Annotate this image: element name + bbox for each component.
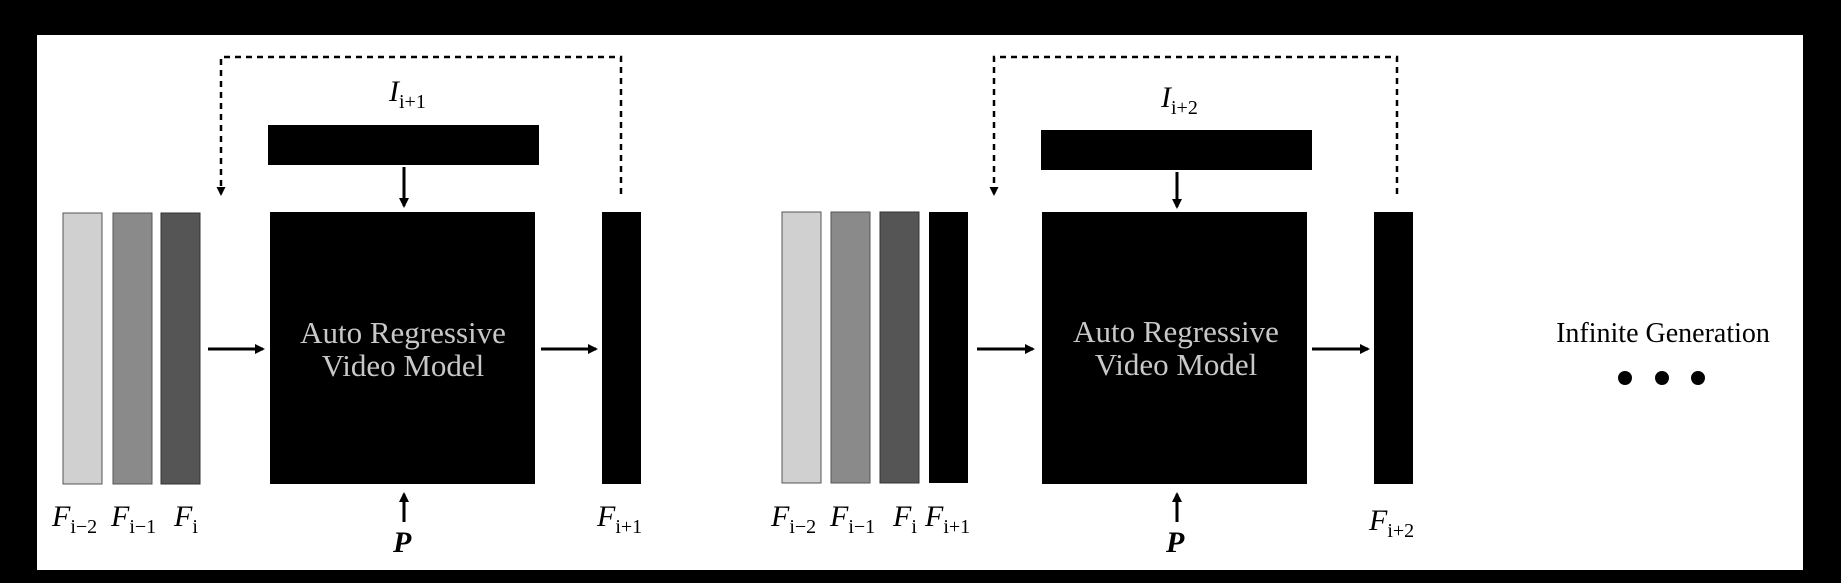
image-label: Ii+2 xyxy=(1160,81,1198,119)
frame-label-i-minus-1: Fi−1 xyxy=(829,500,875,538)
frame-label-i-plus-1: Fi+1 xyxy=(596,500,642,538)
stage-1: Auto Regressive Video Model Ii+1 P Fi−2 … xyxy=(51,55,642,559)
frame-label-i: Fi xyxy=(892,500,917,538)
image-label: Ii+1 xyxy=(388,75,426,113)
model-label-line2: Video Model xyxy=(1095,347,1258,382)
prompt-label: P xyxy=(392,526,412,559)
frame-label-i-minus-2: Fi−2 xyxy=(51,500,97,538)
model-box xyxy=(270,212,535,484)
frame-bar-i-plus-2 xyxy=(1374,212,1413,484)
ellipsis-dot xyxy=(1655,371,1669,385)
frame-bar-i-plus-1 xyxy=(602,212,641,484)
image-condition-bar xyxy=(268,125,539,165)
frame-bar-i-minus-2 xyxy=(781,211,822,484)
stage-2: Auto Regressive Video Model Ii+2 P Fi−2 … xyxy=(770,55,1414,559)
frame-label-i-minus-1: Fi−1 xyxy=(110,500,156,538)
frame-bar-i-minus-1 xyxy=(112,212,153,485)
frame-bar-i xyxy=(879,211,920,484)
feedback-loop-arrow xyxy=(989,55,1399,196)
model-box xyxy=(1042,212,1307,484)
prompt-label: P xyxy=(1165,526,1185,559)
frame-bar-i xyxy=(160,212,201,485)
model-label-line1: Auto Regressive xyxy=(1073,314,1279,349)
ellipsis-dot xyxy=(1618,371,1632,385)
infinite-generation: Infinite Generation xyxy=(1556,318,1770,385)
frame-bar-i-plus-1 xyxy=(929,212,968,483)
model-label-line2: Video Model xyxy=(322,348,485,383)
frame-label-i-plus-2: Fi+2 xyxy=(1368,504,1414,542)
infinite-generation-label: Infinite Generation xyxy=(1556,318,1770,349)
image-condition-bar xyxy=(1041,130,1312,170)
model-label-line1: Auto Regressive xyxy=(300,315,506,350)
frame-label-i: Fi xyxy=(173,500,198,538)
feedback-loop-arrow xyxy=(216,55,623,196)
frame-bar-i-minus-2 xyxy=(62,212,103,485)
frame-label-i-minus-2: Fi−2 xyxy=(770,500,816,538)
ellipsis-dot xyxy=(1691,371,1705,385)
frame-bar-i-minus-1 xyxy=(830,211,871,484)
frame-label-i-plus-1: Fi+1 xyxy=(924,500,970,538)
